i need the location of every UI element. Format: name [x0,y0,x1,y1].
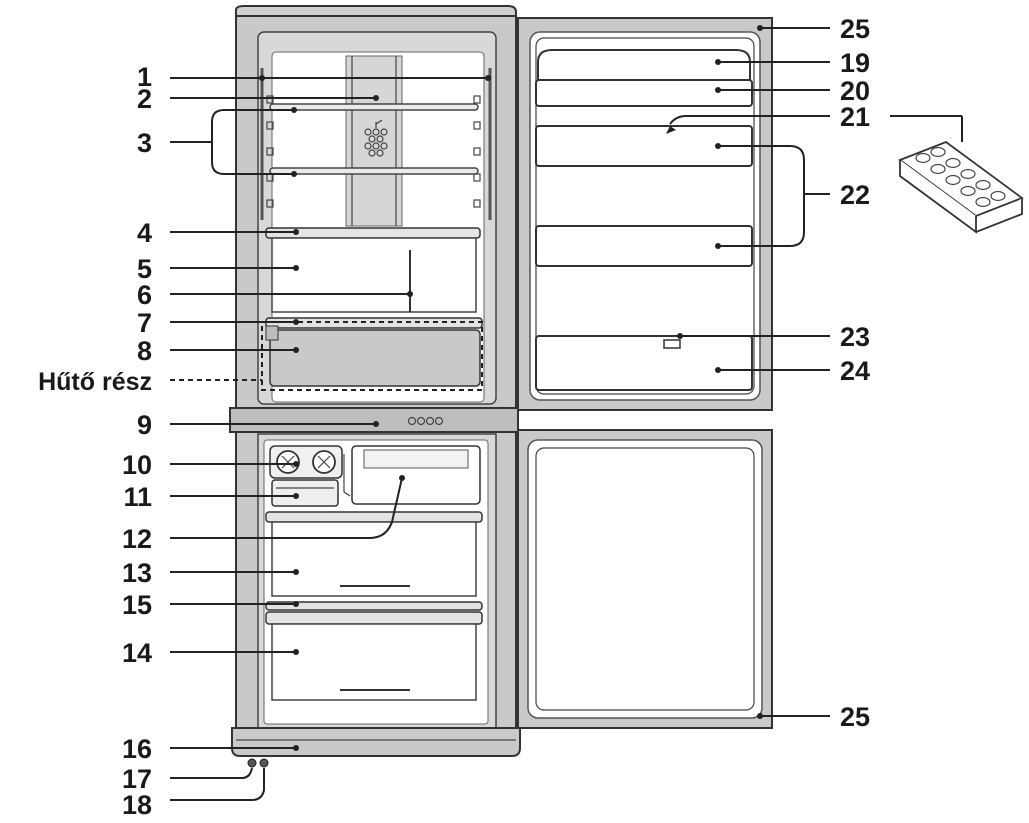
callout-14: 14 [122,638,152,668]
callout-huto-resz: Hűtő rész [38,368,152,396]
freezer-shelf [265,601,483,611]
chiller-drawer [269,329,481,387]
freezer-drawer-upper [271,521,477,597]
callout-17: 17 [122,764,152,794]
bottle-bin [535,335,753,391]
leader-lines [170,25,963,801]
callout-22: 22 [840,180,870,210]
freezer-drawer-lower [271,623,477,701]
control-buttons [407,416,444,426]
callout-7: 7 [137,308,152,338]
callout-16: 16 [122,734,152,764]
callout-13: 13 [122,558,152,588]
callout-11: 11 [123,482,152,512]
fridge-door [517,17,773,411]
freezer-door [517,429,773,729]
callout-20: 20 [840,76,870,106]
callout-19: 19 [840,48,870,78]
vegetable-drawer [271,237,477,313]
bottle-retainer [663,339,681,349]
callout-1: 1 [137,62,152,92]
control-panel-strip [229,407,519,433]
fridge-cabinet [229,5,521,768]
glass-shelf-middle [269,167,479,175]
callout-4: 4 [137,218,152,248]
door-bin-top [537,49,751,83]
callout-18: 18 [122,790,152,820]
callout-24: 24 [840,356,870,386]
ice-bin [343,445,481,505]
callout-25-top: 25 [840,14,870,44]
callout-10: 10 [122,450,152,480]
adjustable-foot [259,758,269,768]
grape-icon [364,119,388,157]
egg-tray-illustration [898,140,1024,234]
callout-12: 12 [122,524,152,554]
adjustable-foot [247,758,257,768]
callout-labels: 1 2 3 4 5 6 7 8 Hűtő rész 9 10 11 12 13 … [38,14,870,820]
callout-15: 15 [122,590,152,620]
callout-3: 3 [137,128,152,158]
glass-shelf-upper [269,103,479,111]
callout-2: 2 [137,84,152,114]
callout-21: 21 [840,102,870,132]
callout-23: 23 [840,322,870,352]
door-bin-upper [535,79,753,107]
callout-8: 8 [137,336,152,366]
callout-6: 6 [137,280,152,310]
ice-tray [271,479,339,507]
callout-25-bottom: 25 [840,702,870,732]
base-plinth [231,727,521,757]
shelf-supports [266,95,481,208]
ice-maker-knobs [269,445,343,479]
callout-9: 9 [137,410,152,440]
callout-5: 5 [137,254,152,284]
